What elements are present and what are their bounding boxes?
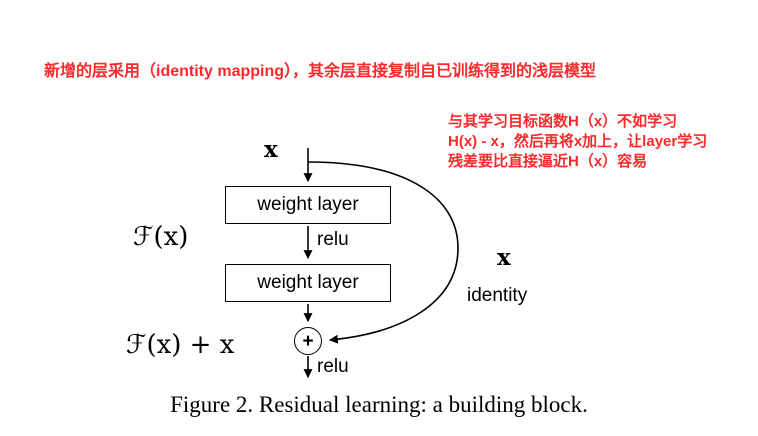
relu-bottom-label: relu xyxy=(317,356,349,377)
annotation-right-line3: 残差要比直接逼近H（x）容易 xyxy=(448,153,648,170)
plus-sign: + xyxy=(302,330,314,352)
weight-layer-2-box: weight layer xyxy=(225,264,391,302)
annotation-right: 与其学习目标函数H（x）不如学习 H(x) - x，然后再将x加上，让layer… xyxy=(448,112,707,172)
annotation-right-line2: H(x) - x，然后再将x加上，让layer学习 xyxy=(448,133,708,150)
skip-connection-curve xyxy=(307,161,459,344)
identity-label: identity xyxy=(467,285,528,306)
weight-layer-1-label: weight layer xyxy=(257,194,359,215)
residual-function-label: ℱ(x) xyxy=(133,222,189,252)
annotation-top: 新增的层采用（identity mapping），其余层直接复制自已训练得到的浅… xyxy=(44,63,597,80)
relu-mid-label: relu xyxy=(317,229,349,250)
figure-caption: Figure 2. Residual learning: a building … xyxy=(170,392,588,417)
skip-x-label: x xyxy=(497,244,511,271)
input-x-label: x xyxy=(264,136,278,163)
output-label: ℱ(x) + x xyxy=(126,330,235,360)
weight-layer-2-label: weight layer xyxy=(257,272,359,293)
annotation-right-line1: 与其学习目标函数H（x）不如学习 xyxy=(448,113,678,130)
weight-layer-1-box: weight layer xyxy=(225,186,391,224)
elementwise-add-node: + xyxy=(294,327,322,355)
